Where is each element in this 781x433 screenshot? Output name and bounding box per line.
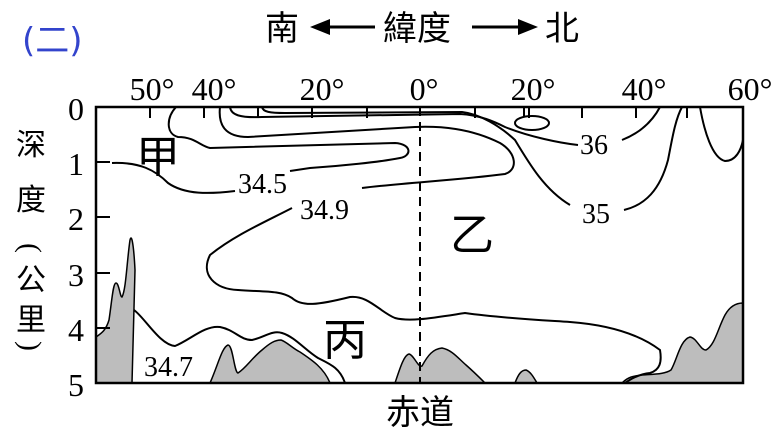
y-tick-label: 3 bbox=[68, 257, 84, 293]
contour-label-34-5: 34.5 bbox=[238, 169, 287, 200]
contour-label-34-7: 34.7 bbox=[144, 352, 193, 383]
isohaline-contours bbox=[111, 106, 744, 384]
contour-label-35: 35 bbox=[582, 199, 610, 230]
region-label-jia: 甲 bbox=[136, 133, 180, 182]
contour-label-36: 36 bbox=[580, 130, 608, 161]
y-tick-label: 4 bbox=[68, 312, 84, 348]
arrow-right-icon bbox=[472, 19, 538, 35]
arrow-left-icon bbox=[310, 19, 375, 35]
y-tick-label: 2 bbox=[68, 201, 84, 237]
x-tick-label: 40° bbox=[622, 71, 667, 107]
x-tick-label: 20° bbox=[511, 71, 556, 107]
contour-36-small-loop bbox=[514, 115, 550, 131]
y-axis-label-char: 度 bbox=[16, 184, 46, 217]
contour-north-loop bbox=[699, 106, 744, 163]
x-tick-label: 40° bbox=[192, 71, 237, 107]
contour-34-5 bbox=[111, 106, 410, 194]
contour-36-inner bbox=[261, 106, 683, 211]
y-tick-label: 5 bbox=[68, 367, 84, 403]
title-south: 南 bbox=[265, 9, 299, 49]
x-tick-label: 0° bbox=[410, 71, 439, 107]
x-tick-label: 20° bbox=[300, 71, 345, 107]
y-axis-label-char: 公 bbox=[16, 264, 46, 297]
x-tick-label: 50° bbox=[130, 71, 175, 107]
y-tick-label: 0 bbox=[68, 91, 84, 127]
y-axis-label-char: 深 bbox=[16, 129, 46, 162]
contour-34-9 bbox=[205, 106, 662, 384]
figure-label: (二) bbox=[22, 21, 83, 61]
title-latitude: 緯度 bbox=[383, 9, 451, 49]
contour-34-7 bbox=[133, 309, 346, 384]
x-tick-label: 60° bbox=[728, 71, 773, 107]
title-north: 北 bbox=[545, 9, 579, 49]
y-axis-label-char: ( bbox=[14, 243, 47, 253]
region-label-yi: 乙 bbox=[450, 211, 494, 260]
contour-label-34-9: 34.9 bbox=[300, 195, 349, 226]
equator-label: 赤道 bbox=[386, 393, 454, 433]
y-axis-label-char: 里 bbox=[16, 304, 46, 337]
seafloor bbox=[95, 237, 744, 384]
y-tick-label: 1 bbox=[68, 146, 84, 182]
y-axis-label-char: ) bbox=[14, 341, 47, 351]
region-label-bing: 丙 bbox=[323, 316, 367, 365]
